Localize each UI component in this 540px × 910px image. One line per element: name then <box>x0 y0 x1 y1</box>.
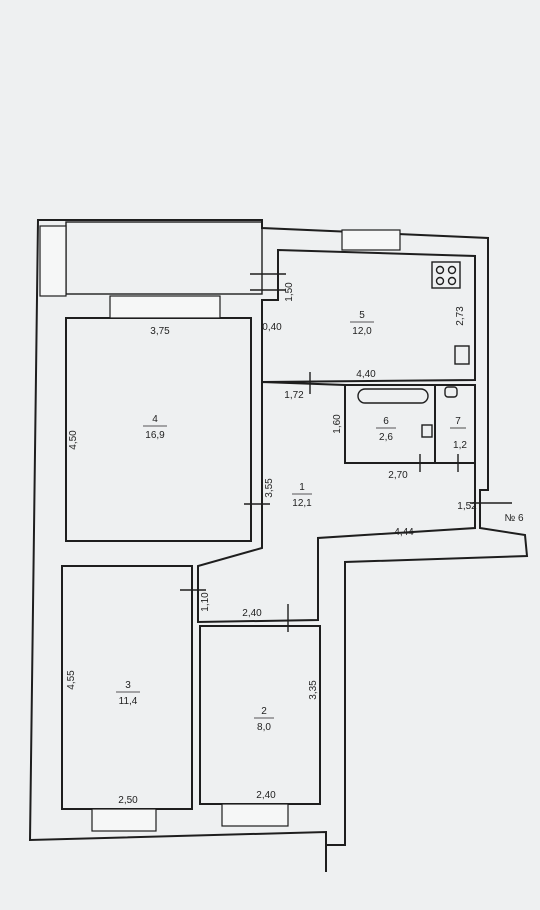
dim-hall-top: 1,72 <box>284 390 304 401</box>
washbasin-icon <box>421 424 433 438</box>
window-room-4 <box>109 295 221 319</box>
dim-hall-height: 3,55 <box>264 478 275 498</box>
dim-room3-left: 4,55 <box>66 670 77 690</box>
entrance-label: № 6 <box>504 513 524 524</box>
window-room-2 <box>221 803 289 827</box>
room-label-1: 1 12,1 <box>292 482 312 509</box>
svg-text:4: 4 <box>152 414 158 425</box>
room-1-outline <box>197 380 476 624</box>
bathtub-icon <box>357 388 429 404</box>
svg-text:3: 3 <box>125 680 131 691</box>
room-label-5: 5 12,0 <box>350 310 374 337</box>
dim-kitchen-bottom: 4,40 <box>356 369 376 380</box>
svg-text:6: 6 <box>383 416 389 427</box>
room-label-6: 6 2,6 <box>376 416 396 443</box>
svg-text:2: 2 <box>261 706 267 717</box>
dim-kitchen-right: 2,73 <box>455 306 466 326</box>
dim-corridor-height: 1,10 <box>200 592 211 612</box>
svg-text:8,0: 8,0 <box>257 722 271 733</box>
dim-room4-top: 3,75 <box>150 326 170 337</box>
dim-hall-right-gap: 1,52 <box>457 501 477 512</box>
dim-bath-bottom: 2,70 <box>388 470 408 481</box>
room-label-3: 3 11,4 <box>116 680 140 707</box>
room-label-7: 7 1,2 <box>450 416 467 451</box>
dim-kitchen-gap: 0,40 <box>262 322 282 333</box>
svg-text:16,9: 16,9 <box>145 430 165 441</box>
svg-text:12,0: 12,0 <box>352 326 372 337</box>
dim-room2-right: 3,35 <box>308 680 319 700</box>
dim-room2-bottom: 2,40 <box>256 790 276 801</box>
window-room-3 <box>91 808 157 832</box>
svg-text:5: 5 <box>359 310 365 321</box>
window-kitchen <box>341 229 401 251</box>
svg-text:12,1: 12,1 <box>292 498 312 509</box>
svg-text:7: 7 <box>455 416 461 427</box>
stove-icon <box>431 261 461 289</box>
svg-text:2,6: 2,6 <box>379 432 393 443</box>
dim-room4-left: 4,50 <box>68 430 79 450</box>
room-label-4: 4 16,9 <box>143 414 167 441</box>
svg-text:1: 1 <box>299 482 305 493</box>
dim-hall-bottom: 4,44 <box>394 527 414 538</box>
dim-corridor-width: 2,40 <box>242 608 262 619</box>
sink-icon <box>454 345 470 365</box>
room-label-2: 2 8,0 <box>254 706 274 733</box>
svg-text:1,2: 1,2 <box>453 440 467 451</box>
svg-text:11,4: 11,4 <box>119 696 138 707</box>
balcony <box>65 221 263 295</box>
dim-kitchen-door: 1,50 <box>284 282 295 302</box>
dim-room3-bottom: 2,50 <box>118 795 138 806</box>
window-balcony <box>39 225 67 297</box>
room-2-outline <box>199 625 321 805</box>
toilet-icon <box>444 386 458 398</box>
dim-bath-left: 1,60 <box>332 414 343 434</box>
